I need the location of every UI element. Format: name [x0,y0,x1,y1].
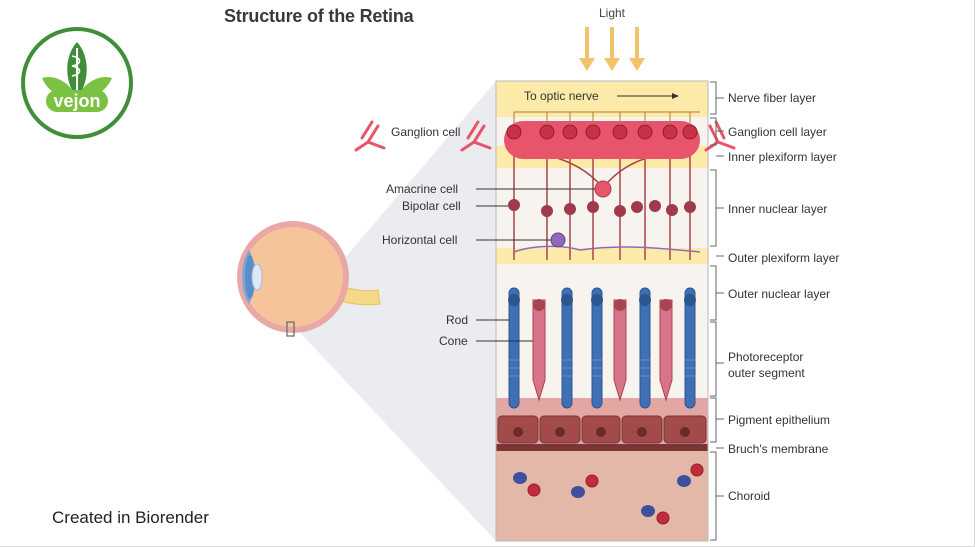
label-bipolar-cell: Bipolar cell [402,199,461,213]
choroid-band [496,451,708,541]
light-arrows [579,27,645,71]
nerve-fiber-band [496,81,708,117]
layer-label-pigment-epithelium: Pigment epithelium [728,413,830,427]
layer-label-outer-nuclear: Outer nuclear layer [728,287,830,301]
label-horizontal-cell: Horizontal cell [382,233,457,247]
label-amacrine-cell: Amacrine cell [386,182,458,196]
layer-label-bruchs-membrane: Bruch's membrane [728,442,829,456]
antibody-icon [354,120,736,152]
label-cone: Cone [439,334,468,348]
outer-plexiform-band [496,248,708,264]
page-title: Structure of the Retina [224,6,414,26]
label-rod: Rod [446,313,468,327]
label-ganglion-cell: Ganglion cell [391,125,460,139]
layer-label-outer-plexiform: Outer plexiform layer [728,251,839,265]
optic-nerve-label: To optic nerve [524,89,599,103]
credit-text: Created in Biorender [52,508,209,527]
retina-panel: To optic nerve [496,81,708,541]
layer-label-inner-nuclear: Inner nuclear layer [728,202,827,216]
layer-label-inner-plexiform: Inner plexiform layer [728,150,837,164]
layer-label-photoreceptor: Photoreceptor [728,350,803,364]
layer-label-outer-segment: outer segment [728,366,805,380]
layer-label-choroid: Choroid [728,489,770,503]
choroid-blood-cells [513,463,704,525]
horizontal-cell [550,232,566,248]
retina-panel-border [495,80,709,542]
layer-label-nerve-fiber: Nerve fiber layer [728,91,816,105]
zoom-wedge [290,81,496,541]
layer-brackets [710,81,724,541]
vejon-logo: vejon [21,27,133,139]
layer-label-ganglion-cell: Ganglion cell layer [728,125,827,139]
logo-text: vejon [53,91,100,111]
bruchs-membrane-band [496,444,708,451]
photoreceptors [508,287,696,409]
light-label: Light [599,6,626,20]
eyeball-icon [237,221,381,337]
amacrine-cell [594,180,612,198]
